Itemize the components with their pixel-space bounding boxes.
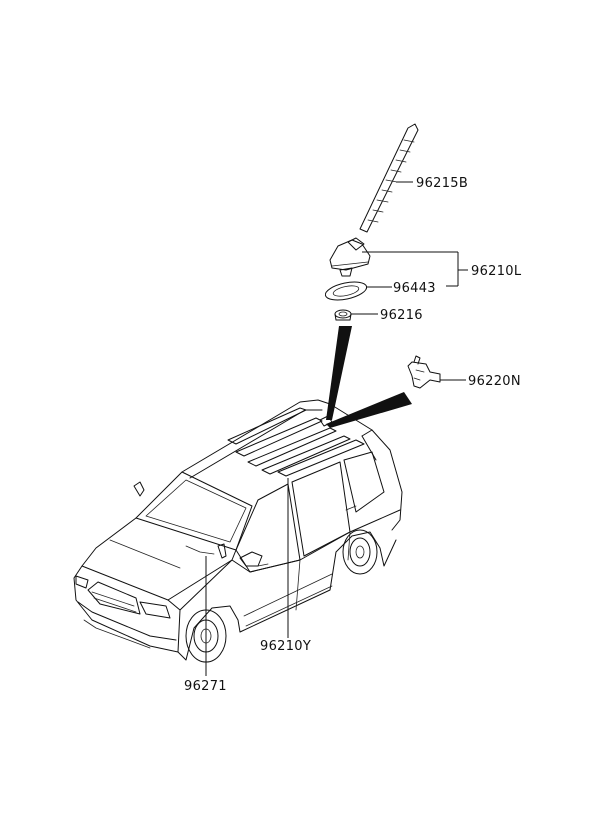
- antenna-base-icon: [329, 237, 371, 277]
- antenna-gasket-icon: [324, 281, 368, 301]
- part-label-p3: 96443: [393, 281, 436, 296]
- part-label-p2: 96210L: [471, 264, 522, 279]
- part-label-p5: 96220N: [468, 374, 521, 389]
- mount-direction-wedge: [326, 326, 352, 420]
- part-label-p7: 96271: [184, 679, 227, 694]
- leader-lines: [205, 181, 468, 676]
- part-label-p6: 96210Y: [260, 639, 311, 654]
- part-label-p1: 96215B: [416, 176, 468, 191]
- antenna-cable-connector-icon: [407, 355, 441, 389]
- part-label-p4: 96216: [380, 308, 423, 323]
- cable-direction-wedge: [326, 392, 412, 428]
- antenna-mast-icon: [359, 123, 419, 233]
- antenna-nut-icon: [334, 309, 352, 321]
- suv-vehicle-illustration: [73, 399, 403, 663]
